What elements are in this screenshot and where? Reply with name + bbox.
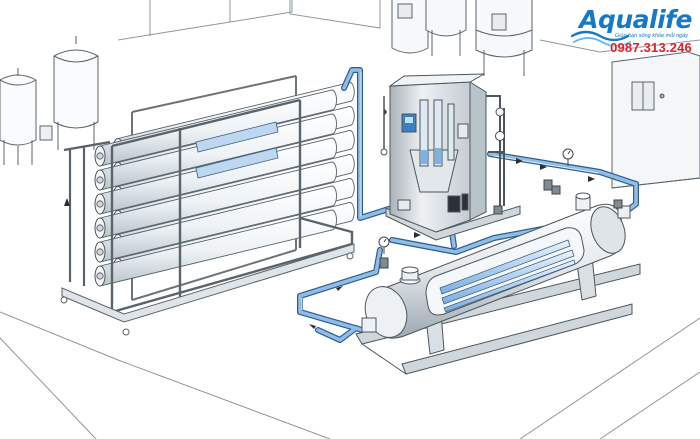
central-treatment-unit — [380, 73, 521, 241]
brand-name: Aqualife — [579, 5, 692, 34]
membrane-cutaway — [195, 121, 279, 153]
flow-arrow-icon — [588, 176, 595, 182]
gauges-valves — [378, 131, 623, 269]
uv-sterilizer-vessel — [355, 192, 641, 375]
flow-arrow-icon — [540, 164, 547, 170]
pressure-gauge-icon — [562, 148, 574, 166]
ro-rack-base — [60, 243, 355, 336]
flow-arrow-icon — [64, 198, 70, 206]
storage-tank-left-tall — [39, 36, 99, 150]
ro-vessel-front — [94, 209, 337, 287]
brand-phone[interactable]: 0987.313.246 — [610, 40, 692, 55]
flow-arrow-icon — [414, 232, 421, 238]
ro-rack-frame-front — [110, 98, 354, 314]
ro-vessel-front — [94, 113, 337, 191]
flow-arrow-icon — [309, 324, 316, 329]
pressure-gauge-icon — [378, 236, 390, 254]
storage-tanks-top-right — [391, 0, 533, 76]
flow-arrow-icon — [516, 158, 523, 164]
ro-vessel-front — [94, 161, 337, 239]
ro-vessel-front — [94, 185, 337, 263]
brand-block: Aqualife Giúp bạn sống khỏe mỗi ngày 098… — [572, 6, 692, 55]
membrane-cutaway — [195, 147, 279, 179]
water-wave-logo-icon — [570, 30, 631, 47]
brand-tagline: Giúp bạn sống khỏe mỗi ngày — [614, 33, 688, 39]
ro-vessel-front — [94, 89, 337, 167]
control-cabinet — [611, 51, 700, 189]
flow-arrow-icon — [336, 286, 343, 291]
storage-tank-left-small — [0, 68, 37, 165]
ro-membrane-vessels — [94, 82, 355, 287]
ro-header-pipes — [63, 140, 111, 286]
pressure-gauge-icon — [495, 131, 505, 148]
